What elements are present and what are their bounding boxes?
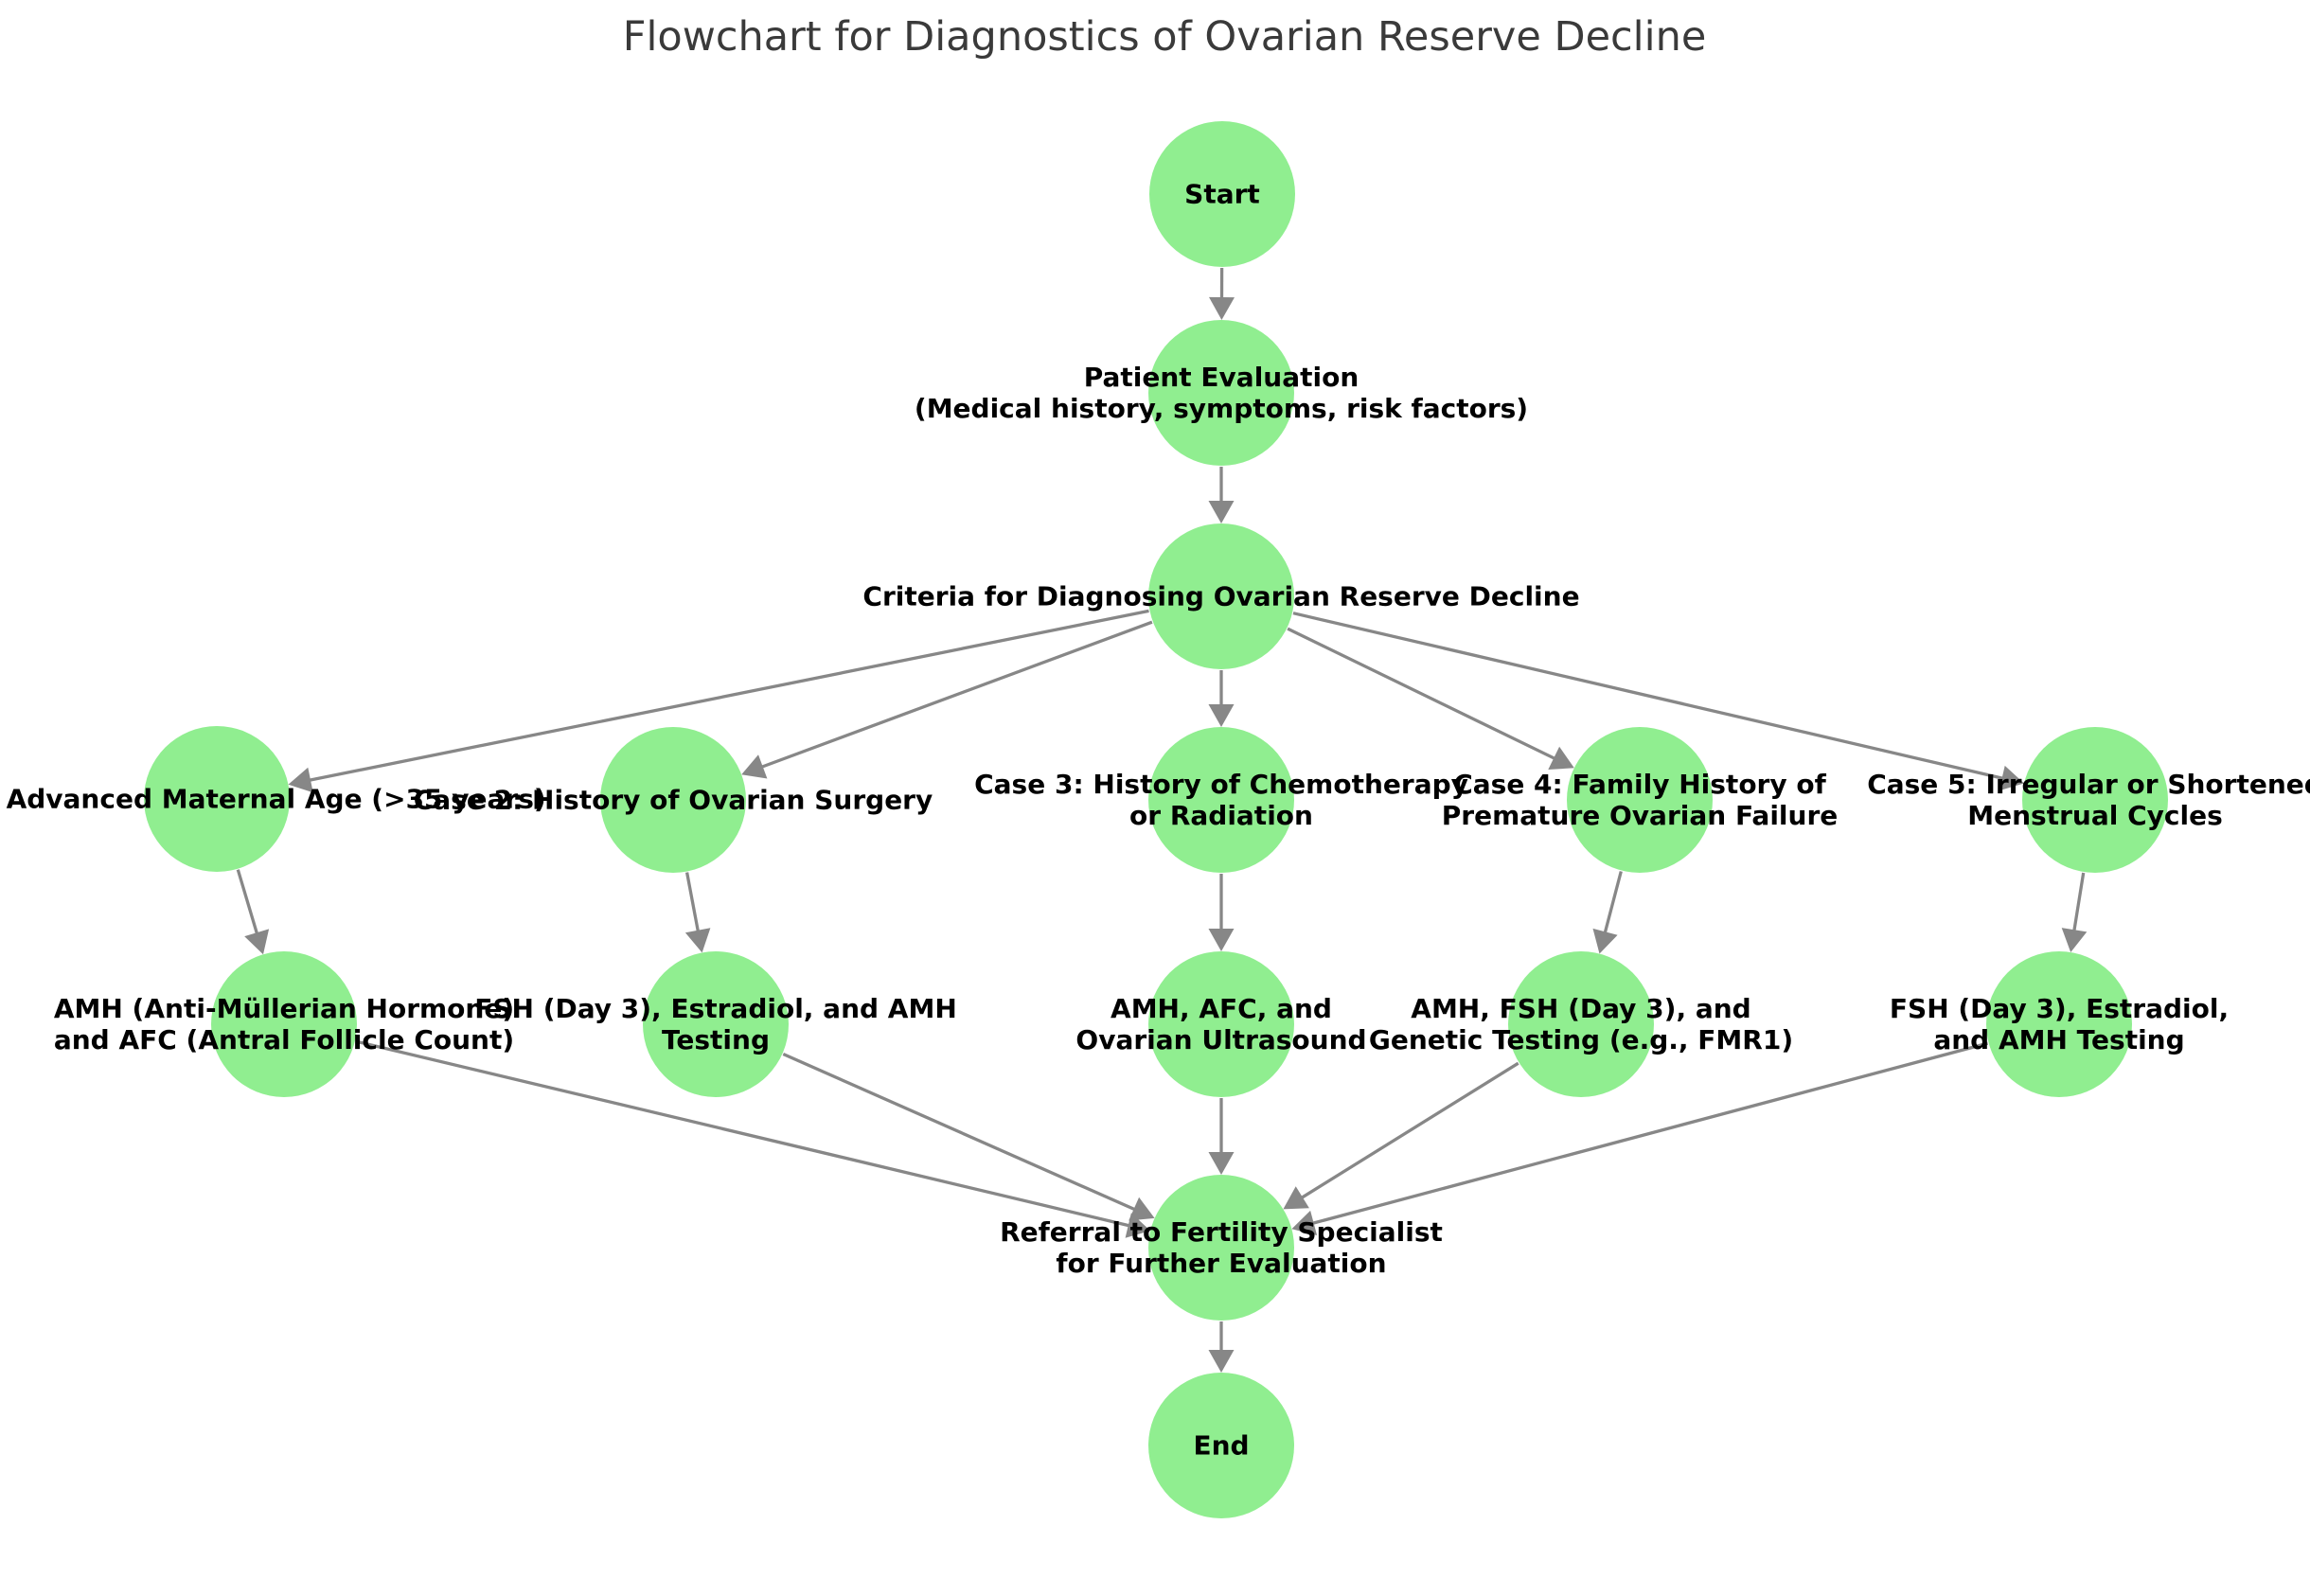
edge-criteria-case2 [741, 620, 1153, 779]
edge-case5-test5 [2061, 872, 2088, 952]
edge-case4-test4 [1592, 871, 1623, 954]
node-label-line: FSH (Day 3), Estradiol, [1889, 993, 2230, 1024]
edge-case1-test1 [236, 869, 270, 955]
node-label-line: (Medical history, symptoms, risk factors… [914, 393, 1529, 424]
node-label-line: Case 4: Family History of [1453, 769, 1826, 800]
node-label-case1: Case 1: Advanced Maternal Age (>35 years… [0, 784, 546, 815]
node-test1 [211, 951, 357, 1097]
node-label-line: Genetic Testing (e.g., FMR1) [1368, 1024, 1794, 1055]
node-case3 [1148, 727, 1294, 873]
node-label-line: and AMH Testing [1933, 1024, 2185, 1055]
node-case5 [2022, 727, 2168, 873]
node-test3 [1148, 951, 1294, 1097]
node-label-line: Menstrual Cycles [1967, 800, 2223, 831]
node-label-line: Case 2: History of Ovarian Surgery [413, 784, 933, 816]
node-label-line: FSH (Day 3), Estradiol, and AMH [474, 993, 957, 1024]
node-label-start: Start [1184, 179, 1260, 210]
node-label-line: Premature Ovarian Failure [1441, 800, 1839, 831]
node-test5 [1986, 951, 2132, 1097]
node-case4 [1567, 727, 1713, 873]
edge-case3-test3 [1208, 874, 1235, 951]
node-label-line: Testing [661, 1024, 770, 1055]
node-label-line: for Further Evaluation [1056, 1248, 1387, 1279]
edge-test4-referral [1283, 1061, 1519, 1210]
node-case2 [600, 727, 746, 873]
edge-start-patient [1209, 267, 1235, 320]
edge-criteria-case4 [1287, 627, 1574, 770]
node-test4 [1508, 951, 1654, 1097]
node-label-line: Ovarian Ultrasound [1075, 1024, 1367, 1055]
node-label-line: AMH (Anti-Müllerian Hormone) [53, 993, 515, 1024]
edge-test2-referral [782, 1052, 1155, 1221]
node-label-line: Referral to Fertility Specialist [1000, 1216, 1443, 1248]
node-start [1149, 121, 1295, 267]
node-label-test5: FSH (Day 3), Estradiol,and AMH Testing [1890, 993, 2229, 1055]
node-case1 [144, 726, 290, 872]
edge-criteria-case5 [1292, 612, 2024, 791]
node-label-line: AMH, AFC, and [1111, 993, 1332, 1024]
node-test2 [643, 951, 789, 1097]
node-label-line: or Radiation [1129, 800, 1313, 831]
node-label-line: Case 3: History of Chemotherapy [974, 769, 1468, 800]
node-criteria [1148, 523, 1294, 669]
node-label-line: and AFC (Antral Follicle Count) [53, 1024, 515, 1055]
node-referral [1148, 1175, 1294, 1321]
edge-test5-referral [1291, 1041, 1989, 1235]
node-label-patient: Patient Evaluation(Medical history, symp… [915, 362, 1528, 424]
node-label-line: Patient Evaluation [1083, 362, 1359, 393]
node-label-line: AMH, FSH (Day 3), and [1411, 993, 1751, 1024]
edge-test1-referral [355, 1039, 1151, 1238]
node-label-line: Start [1184, 178, 1260, 210]
node-label-line: Case 5: Irregular or Shortened [1867, 769, 2310, 800]
node-patient [1148, 320, 1294, 466]
chart-title: Flowchart for Diagnostics of Ovarian Res… [622, 13, 1707, 61]
edge-case2-test2 [684, 872, 711, 953]
edge-criteria-case1 [288, 609, 1149, 793]
node-label-criteria: Criteria for Diagnosing Ovarian Reserve … [862, 581, 1579, 612]
node-label-end: End [1193, 1430, 1249, 1462]
node-end [1148, 1373, 1294, 1518]
node-label-case2: Case 2: History of Ovarian Surgery [414, 785, 933, 816]
edge-criteria-case3 [1208, 670, 1235, 727]
edge-patient-criteria [1208, 467, 1235, 523]
node-label-line: Case 1: Advanced Maternal Age (>35 years… [0, 783, 546, 815]
node-label-line: Criteria for Diagnosing Ovarian Reserve … [862, 580, 1580, 612]
node-label-line: End [1193, 1429, 1250, 1462]
edge-referral-end [1208, 1321, 1235, 1373]
edge-test3-referral [1208, 1098, 1235, 1175]
node-label-test1: AMH (Anti-Müllerian Hormone)and AFC (Ant… [54, 993, 514, 1055]
